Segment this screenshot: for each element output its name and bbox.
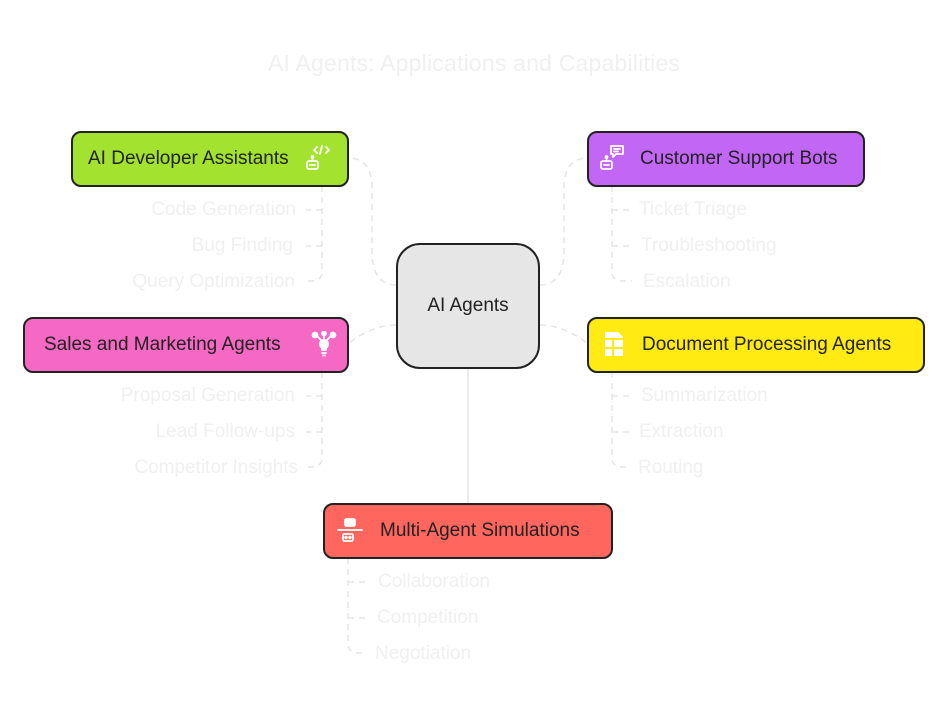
two-robots-icon [337,517,363,543]
center-node-label: AI Agents [427,295,509,316]
robot-chat-icon [599,145,625,171]
center-node: AI Agents [396,243,540,369]
sub-item: Competitor Insights [134,457,298,478]
sub-item: Competition [377,607,479,628]
sub-item: Extraction [639,421,724,442]
robot-code-icon [305,145,331,171]
network-bulb-icon [311,331,337,357]
node-label: AI Developer Assistants [88,148,289,169]
sub-item: Escalation [643,271,731,292]
document-grid-icon [603,331,629,357]
node-sales-and-marketing-agents: Sales and Marketing Agents [23,317,349,373]
sub-item: Ticket Triage [639,199,748,220]
sub-item: Bug Finding [191,235,293,256]
node-label: Sales and Marketing Agents [44,334,281,355]
sub-item: Summarization [641,385,768,406]
sub-item: Negotiation [375,643,472,664]
node-multi-agent-simulations: Multi-Agent Simulations [323,503,613,559]
diagram-title: AI Agents: Applications and Capabilities [267,50,681,76]
node-document-processing-agents: Document Processing Agents [587,317,925,373]
sub-item: Routing [638,457,704,478]
sub-item: Code Generation [151,199,296,220]
node-customer-support-bots: Customer Support Bots [587,131,865,187]
sub-item: Lead Follow-ups [155,421,295,442]
node-label: Multi-Agent Simulations [380,520,580,541]
node-label: Customer Support Bots [640,148,838,169]
node-ai-developer-assistants: AI Developer Assistants [71,131,349,187]
node-label: Document Processing Agents [642,334,892,355]
sub-item: Query Optimization [132,271,295,292]
sub-item: Troubleshooting [641,235,777,256]
sub-item: Proposal Generation [120,385,295,406]
sub-item: Collaboration [378,571,490,592]
